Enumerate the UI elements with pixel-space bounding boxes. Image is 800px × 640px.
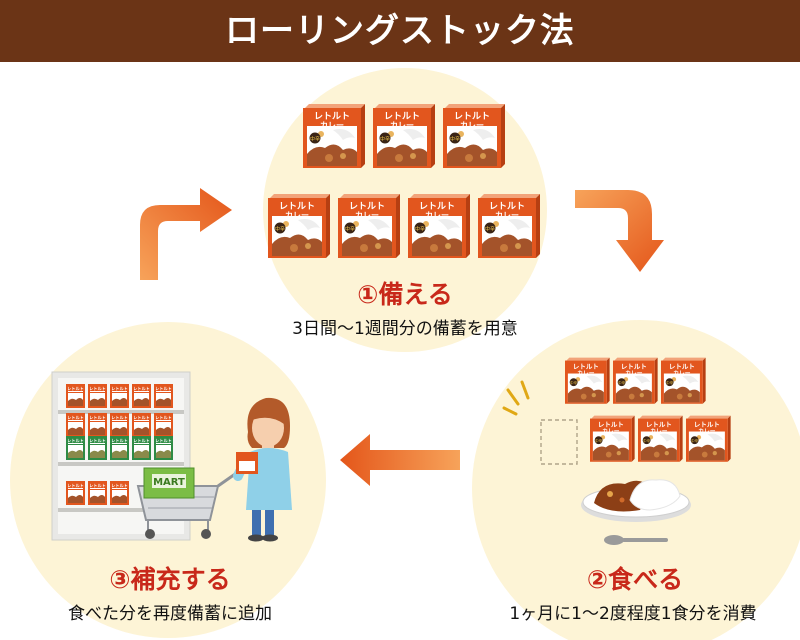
curry-plate-icon	[581, 479, 691, 522]
empty-pack-outline	[540, 419, 578, 465]
step1-title: ①備える	[357, 280, 453, 309]
mart-sign: MART	[153, 477, 185, 488]
emphasis-lines-icon	[502, 380, 530, 416]
arrow-up-right-icon	[140, 188, 232, 280]
header-bar: ローリングストック法	[0, 0, 800, 62]
rolling-stock-diagram: 中辛 レトルト カレー レトルト レトルト	[10, 68, 800, 640]
arrow-down-right-icon	[575, 190, 664, 272]
step2-title: ②食べる	[586, 565, 684, 594]
shopper-woman-icon	[233, 397, 292, 542]
page-title: ローリングストック法	[225, 11, 575, 51]
step2-description: 1ヶ月に1〜2度程度1食分を消費	[509, 604, 757, 624]
spoon-icon	[604, 535, 668, 545]
step3-title: ③補充する	[109, 565, 231, 594]
step3-description: 食べた分を再度備蓄に追加	[68, 604, 272, 624]
arrow-left-icon	[340, 434, 460, 486]
step1-description: 3日間〜1週間分の備蓄を用意	[292, 319, 518, 339]
step2-circle	[472, 320, 800, 640]
